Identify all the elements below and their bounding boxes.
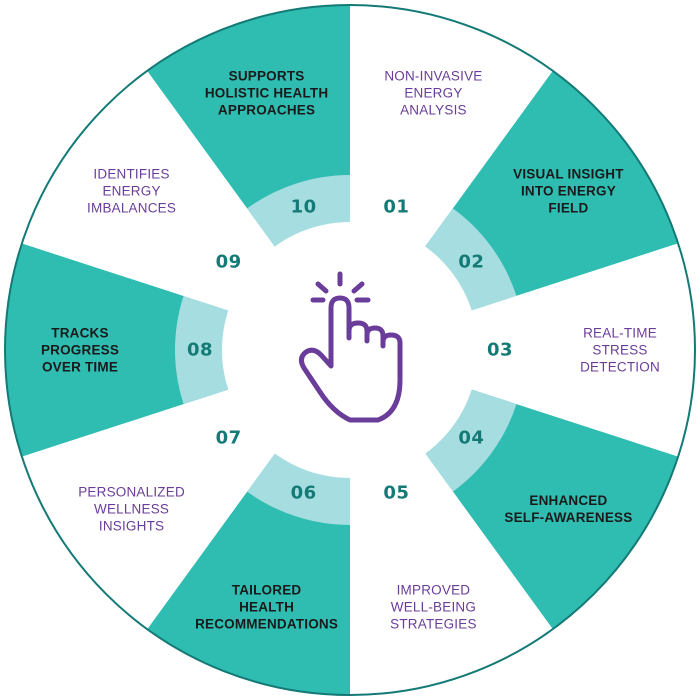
segment-label: REAL-TIME STRESS DETECTION xyxy=(580,325,660,375)
segment-number: 04 xyxy=(458,427,485,449)
segment-01-wedge xyxy=(350,5,553,249)
segment-label: TRACKS PROGRESS OVER TIME xyxy=(40,325,120,375)
segment-08-band xyxy=(175,295,232,405)
segment-number: 01 xyxy=(383,196,410,218)
segment-07-wedge xyxy=(21,388,277,630)
segment-label: NON-INVASIVE ENERGY ANALYSIS xyxy=(384,68,483,118)
segment-number: 03 xyxy=(486,339,514,361)
segment-number: 07 xyxy=(215,427,242,449)
segment-number: 06 xyxy=(290,482,317,504)
segment-04-band xyxy=(423,388,517,492)
center-disc xyxy=(222,222,478,478)
segment-03-wedge xyxy=(468,243,696,457)
segment-number: 02 xyxy=(458,251,485,273)
segment-number: 08 xyxy=(186,339,214,361)
tap-hand-icon xyxy=(298,271,403,423)
segment-number: 10 xyxy=(290,196,317,218)
segment-08-wedge xyxy=(4,243,232,457)
wheel-segments xyxy=(4,5,696,695)
wheel-outline xyxy=(4,4,696,696)
segment-label: SUPPORTS HOLISTIC HEALTH APPROACHES xyxy=(204,68,329,118)
segment-number: 05 xyxy=(383,482,410,504)
segment-number: 09 xyxy=(215,251,242,273)
segment-06-band xyxy=(247,451,350,526)
segment-09-wedge xyxy=(21,70,277,312)
segment-label: ENHANCED SELF-AWARENESS xyxy=(504,492,633,525)
segment-label: PERSONALIZED WELLNESS INSIGHTS xyxy=(78,484,185,534)
segment-02-band xyxy=(423,208,517,312)
segment-label: VISUAL INSIGHT INTO ENERGY FIELD xyxy=(513,166,624,216)
segment-label: TAILORED HEALTH RECOMMENDATIONS xyxy=(195,582,339,632)
segment-05-wedge xyxy=(350,451,553,695)
segment-label: IDENTIFIES ENERGY IMBALANCES xyxy=(87,166,177,216)
segment-10-band xyxy=(247,175,350,249)
segment-label: IMPROVED WELL-BEING STRATEGIES xyxy=(390,582,477,632)
